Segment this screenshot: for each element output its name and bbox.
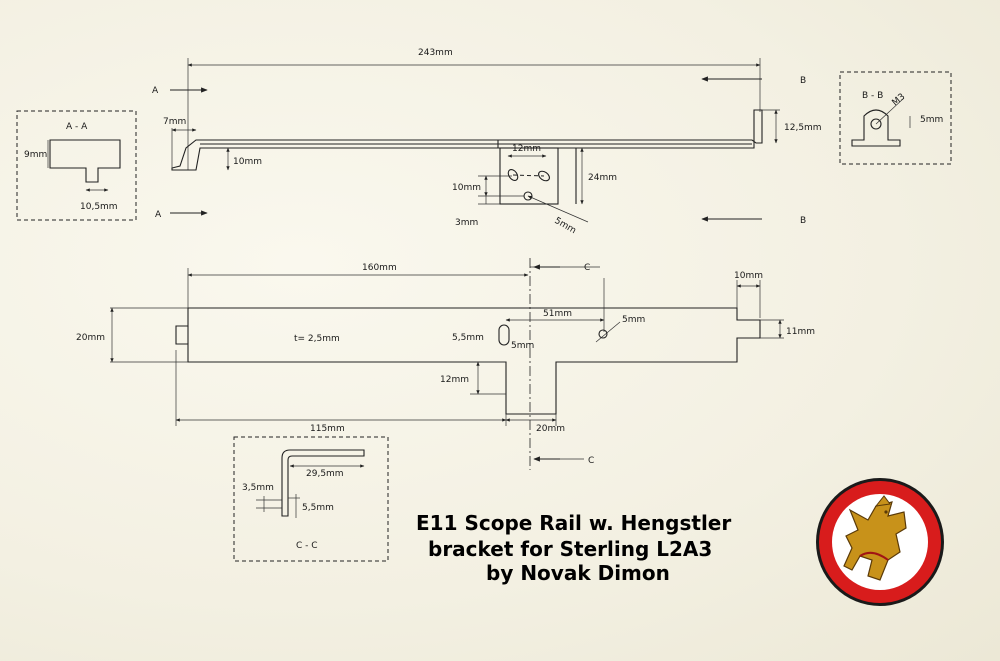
plan-view: 160mm C C 10mm 20mm t= 2,5mm 5,5mm 5mm 5: [76, 258, 815, 470]
b-b-profile: [851, 109, 901, 147]
dim-5-label: 5mm: [553, 216, 578, 236]
dim-20-label: 20mm: [76, 333, 105, 343]
m3-label: M3: [891, 92, 908, 108]
griffin-emblem-icon: [816, 478, 944, 606]
dim-29-5-label: 29,5mm: [306, 469, 344, 479]
dim-20b-label: 20mm: [536, 424, 565, 434]
section-c-c-label: C - C: [296, 541, 318, 551]
dim-11-label: 11mm: [786, 327, 815, 337]
dim-3-5-label: 3,5mm: [242, 483, 274, 493]
marker-a-bottom: A: [155, 210, 162, 220]
dim-10b-label: 10mm: [452, 183, 481, 193]
dim-10-top-label: 10mm: [734, 271, 763, 281]
section-a-a-label: A - A: [66, 122, 88, 132]
marker-b-top: B: [800, 76, 806, 86]
marker-b-bottom: B: [800, 216, 806, 226]
section-box: [233, 436, 389, 562]
marker-c-bottom: C: [588, 456, 594, 466]
section-b-b-label: B - B: [862, 91, 883, 101]
hole-leader: [595, 321, 621, 343]
m3-leader: [875, 97, 905, 125]
dim-5-bb-label: 5mm: [920, 115, 943, 125]
section-a-a: A - A 9mm 10,5mm: [16, 110, 137, 221]
rail-left-end: [171, 139, 499, 171]
title-block: E11 Scope Rail w. Hengstler bracket for …: [416, 511, 731, 585]
rail-body-right: [498, 109, 763, 149]
dim-12-5-label: 12,5mm: [784, 123, 822, 133]
bracket-hole: [538, 170, 550, 182]
dim-5-5-label: 5,5mm: [452, 333, 484, 343]
marker-a-top: A: [152, 86, 159, 96]
dim-160-label: 160mm: [362, 263, 397, 273]
dim-12b-label: 12mm: [440, 375, 469, 385]
hole-5mm: [598, 329, 608, 339]
dim-5-hole-label: 5mm: [622, 315, 645, 325]
section-box: [839, 71, 952, 165]
dim-10-5-label: 10,5mm: [80, 202, 118, 212]
dim-243-label: 243mm: [418, 48, 453, 58]
dim-51-label: 51mm: [543, 309, 572, 319]
thickness-label: t= 2,5mm: [294, 334, 340, 344]
dim-7-label: 7mm: [163, 117, 186, 127]
section-box: [16, 110, 137, 221]
title-line-1: E11 Scope Rail w. Hengstler: [416, 511, 731, 535]
section-b-b: B - B M3 5mm: [839, 71, 952, 165]
dim-10-label: 10mm: [233, 157, 262, 167]
dim-5-5b-label: 5,5mm: [302, 503, 334, 513]
m3-hole: [870, 118, 882, 130]
c-c-profile: [281, 449, 365, 517]
top-profile-view: 243mm A A B B 7mm 10mm 12,5mm 5: [152, 48, 822, 236]
marker-c-top: C: [584, 263, 590, 273]
a-a-profile: [49, 139, 121, 183]
dim-5-slot-label: 5mm: [511, 341, 534, 351]
dim-3-label: 3mm: [455, 218, 478, 228]
dim-115-label: 115mm: [310, 424, 345, 434]
rail-plan-outline: [175, 307, 761, 415]
dim-12-label: 12mm: [512, 144, 541, 154]
title-line-3: by Novak Dimon: [486, 561, 670, 585]
hole-centerline: [512, 174, 545, 177]
dim-24-label: 24mm: [588, 173, 617, 183]
bracket-hole: [507, 169, 519, 181]
leader-5mm: [527, 195, 589, 223]
title-line-2: bracket for Sterling L2A3: [428, 537, 712, 561]
dim-9-label: 9mm: [24, 150, 47, 160]
section-c-c: 29,5mm 3,5mm 5,5mm C - C: [233, 436, 389, 562]
slot-5mm: [498, 324, 510, 346]
